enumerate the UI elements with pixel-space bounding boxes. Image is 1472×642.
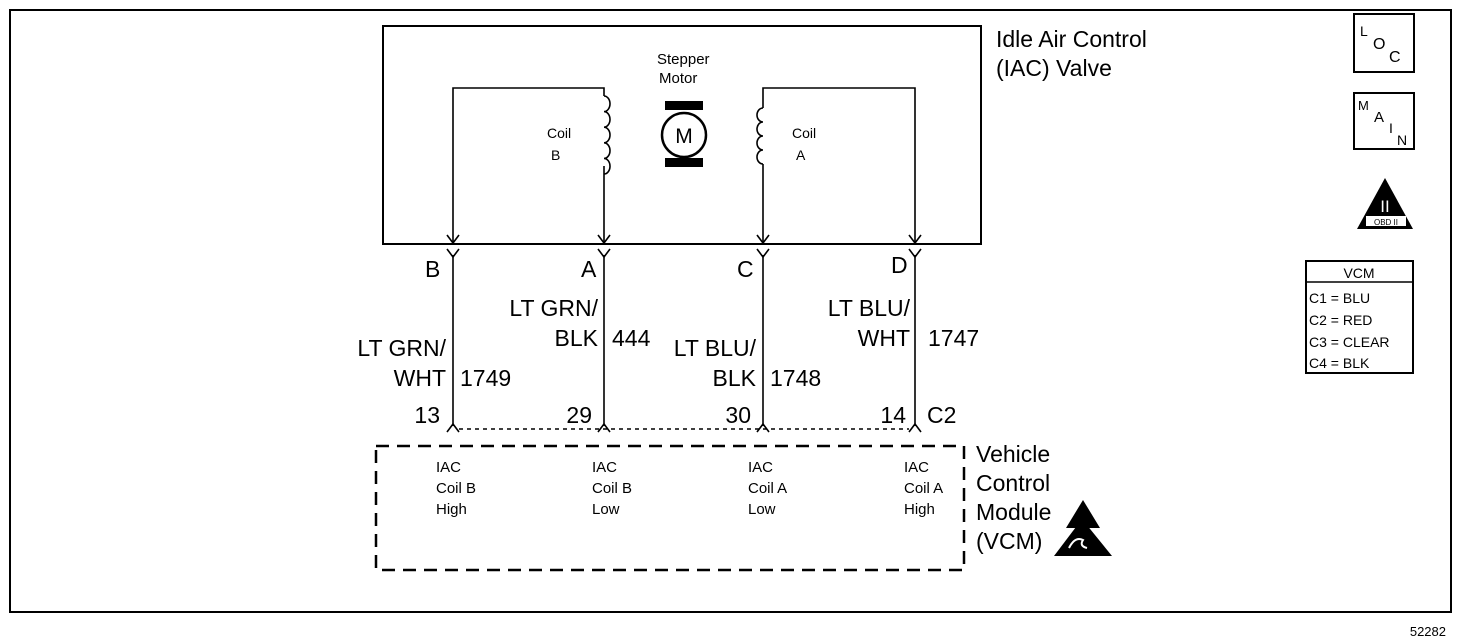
vcm-name-line3: Module	[976, 499, 1051, 525]
harness-wires	[452, 255, 916, 426]
stepper-label-line1: Stepper	[657, 51, 710, 68]
wire-a-color-line1: LT GRN/	[509, 295, 598, 321]
vcm-pin-30: 30	[725, 402, 751, 428]
vcm-input-2-line3: Low	[592, 501, 620, 518]
wire-d-circuit: 1747	[928, 325, 979, 351]
pin-a-label: A	[581, 256, 597, 282]
loc-letter-o: O	[1373, 36, 1385, 53]
vcm-module-box	[374, 444, 966, 572]
obd-label: OBD II	[1374, 218, 1398, 227]
wire-a-color-line2: BLK	[555, 325, 599, 351]
wire-b-circuit: 1749	[460, 365, 511, 391]
pin-c-label: C	[737, 256, 754, 282]
legend-row-c2: C2 = RED	[1309, 312, 1372, 328]
wire-c-color-line2: BLK	[713, 365, 757, 391]
coil-b-label-line2: B	[551, 147, 560, 163]
vcm-input-1-line2: Coil B	[436, 480, 476, 497]
vcm-input-3-line3: Low	[748, 501, 776, 518]
vcm-input-2-line1: IAC	[592, 459, 617, 476]
vcm-input-2-line2: Coil B	[592, 480, 632, 497]
legend-row-c3: C3 = CLEAR	[1309, 334, 1390, 350]
loc-letter-c: C	[1389, 49, 1401, 66]
vcm-pin-29: 29	[566, 402, 592, 428]
wire-c-color-line1: LT BLU/	[674, 335, 757, 361]
coil-a-label-line2: A	[796, 147, 806, 163]
main-letter-n: N	[1397, 132, 1407, 148]
valve-connector-chevrons	[446, 248, 922, 259]
loc-location-icon: L O C	[1353, 13, 1415, 73]
main-power-icon: M A I N	[1353, 92, 1415, 150]
wire-a-circuit: 444	[612, 325, 651, 351]
coil-b-label-line1: Coil	[547, 125, 571, 141]
iac-valve-box	[382, 25, 982, 245]
vcm-input-4-line2: Coil A	[904, 480, 943, 497]
valve-pin-arrows	[446, 234, 922, 245]
obd-roman-numeral: II	[1380, 197, 1389, 216]
vcm-input-4-line1: IAC	[904, 459, 929, 476]
loc-letter-l: L	[1360, 23, 1368, 39]
iac-title-line1: Idle Air Control	[996, 26, 1147, 52]
vcm-name-line1: Vehicle	[976, 441, 1050, 467]
vcm-name-line4: (VCM)	[976, 528, 1042, 554]
wire-b-color-line2: WHT	[394, 365, 446, 391]
coil-a-winding-icon	[756, 107, 764, 165]
vcm-name-line2: Control	[976, 470, 1050, 496]
main-letter-m: M	[1358, 98, 1369, 113]
connector-c2-label: C2	[927, 402, 956, 428]
vcm-connector-chevrons	[446, 422, 922, 433]
stepper-motor-icon: M	[660, 101, 708, 167]
diagram-frame	[9, 9, 1452, 613]
vcm-input-4-line3: High	[904, 501, 935, 518]
pin-b-label: B	[425, 256, 440, 282]
legend-row-c1: C1 = BLU	[1309, 290, 1370, 306]
vcm-input-coil-b-low: IAC Coil B Low	[592, 459, 632, 518]
wire-b-color-line1: LT GRN/	[357, 335, 446, 361]
coil-a-label-line1: Coil	[792, 125, 816, 141]
vcm-input-1-line1: IAC	[436, 459, 461, 476]
legend-title: VCM	[1343, 265, 1374, 281]
coil-a-wiring	[762, 87, 916, 243]
obd-ii-icon: II OBD II	[1357, 178, 1413, 229]
pin-d-label: D	[891, 252, 908, 278]
vcm-pin-13: 13	[414, 402, 440, 428]
vcm-connector-legend: VCM C1 = BLU C2 = RED C3 = CLEAR C4 = BL…	[1305, 260, 1414, 374]
main-letter-i: I	[1389, 120, 1393, 136]
esd-warning-icon	[1054, 500, 1112, 556]
iac-title-line2: (IAC) Valve	[996, 55, 1112, 81]
vcm-input-3-line1: IAC	[748, 459, 773, 476]
wire-d-color-line2: WHT	[858, 325, 910, 351]
vcm-input-coil-b-high: IAC Coil B High	[436, 459, 476, 518]
coil-b-wiring	[452, 87, 605, 243]
vcm-input-coil-a-low: IAC Coil A Low	[748, 459, 787, 518]
vcm-input-3-line2: Coil A	[748, 480, 787, 497]
vcm-input-coil-a-high: IAC Coil A High	[904, 459, 943, 518]
motor-symbol: M	[675, 125, 693, 148]
vcm-input-1-line3: High	[436, 501, 467, 518]
vcm-pin-14: 14	[880, 402, 906, 428]
stepper-label-line2: Motor	[659, 70, 697, 87]
coil-b-winding-icon	[603, 95, 611, 175]
legend-row-c4: C4 = BLK	[1309, 355, 1370, 371]
wire-d-color-line1: LT BLU/	[828, 295, 911, 321]
figure-number: 52282	[1410, 624, 1446, 639]
main-letter-a: A	[1374, 109, 1384, 126]
wire-c-circuit: 1748	[770, 365, 821, 391]
